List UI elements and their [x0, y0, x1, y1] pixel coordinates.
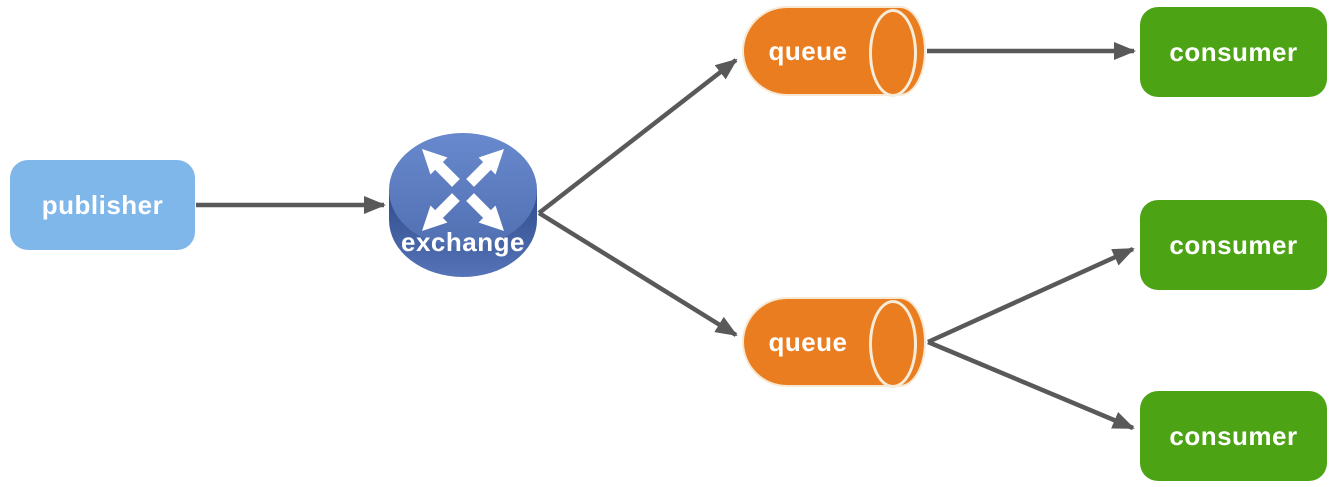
- queue-bottom-node: queue: [742, 297, 926, 388]
- cylinder-endcap-icon: [869, 300, 917, 388]
- publisher-label: publisher: [41, 189, 164, 220]
- consumer-bottom-label: consumer: [1169, 420, 1298, 451]
- edge-exchange-queue-bottom: [537, 211, 738, 337]
- exchange-router-icon: [389, 133, 537, 277]
- queue-top-node: queue: [742, 6, 926, 97]
- queue-top-label: queue: [768, 35, 848, 66]
- publisher-node: publisher: [10, 160, 195, 250]
- edge-exchange-queue-top: [537, 58, 738, 215]
- edge-queue-bottom-consumer-middle: [927, 246, 1135, 345]
- consumer-middle-label: consumer: [1169, 229, 1298, 260]
- consumer-bottom-node: consumer: [1140, 391, 1327, 481]
- consumer-middle-node: consumer: [1140, 200, 1327, 290]
- consumer-top-label: consumer: [1169, 36, 1298, 67]
- router-top-face: [389, 133, 537, 247]
- exchange-label: exchange: [401, 227, 525, 257]
- router-arrows-icon: [421, 148, 505, 232]
- consumer-top-node: consumer: [1140, 7, 1327, 97]
- edge-queue-bottom-consumer-bottom: [927, 339, 1135, 431]
- cylinder-endcap-icon: [869, 9, 917, 97]
- queue-bottom-label: queue: [768, 326, 848, 357]
